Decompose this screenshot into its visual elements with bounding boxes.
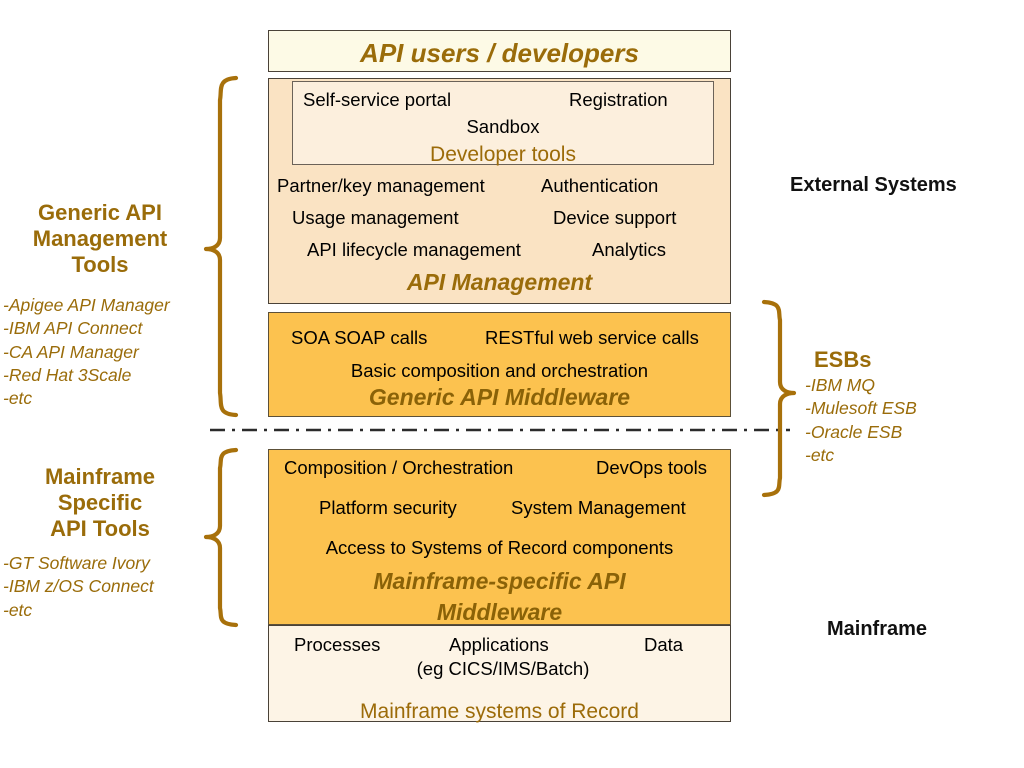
tool-item: -Red Hat 3Scale (3, 364, 132, 385)
tool-item: -etc (3, 599, 33, 620)
item-composition-orchestration: Composition / Orchestration (284, 457, 514, 478)
layer-systems-of-record (268, 625, 731, 722)
item-access-systems-of-record: Access to Systems of Record components (325, 537, 674, 558)
tool-item: -etc (805, 444, 835, 465)
item-basic-composition-orchestration: Basic composition and orchestration (350, 360, 649, 381)
tool-item: -Oracle ESB (805, 421, 903, 442)
tool-item: -IBM API Connect (3, 318, 143, 339)
item-platform-security: Platform security (319, 497, 457, 518)
tool-item: -GT Software Ivory (3, 553, 150, 573)
group-developer-tools-caption: Developer tools (430, 143, 576, 166)
item-system-management: System Management (511, 497, 686, 518)
item-authentication: Authentication (541, 175, 659, 196)
tool-item: -IBM z/OS Connect (3, 576, 154, 597)
layer-mainframe-middleware (268, 449, 731, 625)
annotation-external-systems: External Systems (790, 174, 957, 196)
layer-api-users-caption: API users / developers (360, 38, 639, 68)
layer-mainframe-middleware-caption-line1: Mainframe-specific API (373, 568, 626, 594)
annotation-mainframe-api-tools-list: -GT Software Ivory -IBM z/OS Connect -et… (3, 552, 203, 622)
layer-api-management-caption: API Management (406, 269, 593, 295)
annotation-esb-list: -IBM MQ -Mulesoft ESB -Oracle ESB -etc (805, 374, 1015, 467)
item-data: Data (644, 634, 684, 655)
item-analytics: Analytics (592, 239, 667, 260)
item-sandbox: Sandbox (466, 116, 540, 137)
item-eg-cics-ims-batch: (eg CICS/IMS/Batch) (416, 658, 590, 679)
layer-generic-middleware (268, 312, 731, 417)
layer-mainframe-middleware-caption-line2: Middleware (436, 599, 563, 625)
group-developer-tools (292, 81, 714, 165)
tool-item: -IBM MQ (805, 375, 875, 395)
layer-generic-middleware-caption: Generic API Middleware (368, 384, 631, 410)
annotation-generic-api-tools-heading: Generic API Management Tools (32, 200, 168, 277)
layer-systems-of-record-caption: Mainframe systems of Record (360, 700, 639, 723)
annotation-esb-heading: ESBs (814, 347, 872, 372)
layer-api-users (268, 30, 731, 72)
annotation-mainframe: Mainframe (827, 618, 928, 640)
item-devops-tools: DevOps tools (596, 457, 708, 478)
tool-item: -CA API Manager (3, 341, 139, 362)
item-restful-web-service-calls: RESTful web service calls (485, 327, 699, 348)
item-self-service-portal: Self-service portal (303, 89, 452, 110)
item-api-lifecycle-management: API lifecycle management (307, 239, 521, 260)
item-partner-key-management: Partner/key management (277, 175, 485, 196)
tool-item: -etc (3, 388, 33, 409)
item-device-support: Device support (553, 207, 677, 228)
item-registration: Registration (569, 89, 668, 110)
item-processes: Processes (294, 634, 381, 655)
annotation-mainframe-api-tools-heading: Mainframe Specific API Tools (44, 464, 156, 541)
item-applications: Applications (449, 634, 549, 655)
tool-item: -Mulesoft ESB (805, 398, 917, 419)
tool-item: -Apigee API Manager (3, 295, 170, 315)
item-soa-soap-calls: SOA SOAP calls (291, 327, 428, 348)
item-usage-management: Usage management (292, 207, 459, 228)
annotation-generic-api-tools-list: -Apigee API Manager -IBM API Connect -CA… (3, 294, 203, 410)
